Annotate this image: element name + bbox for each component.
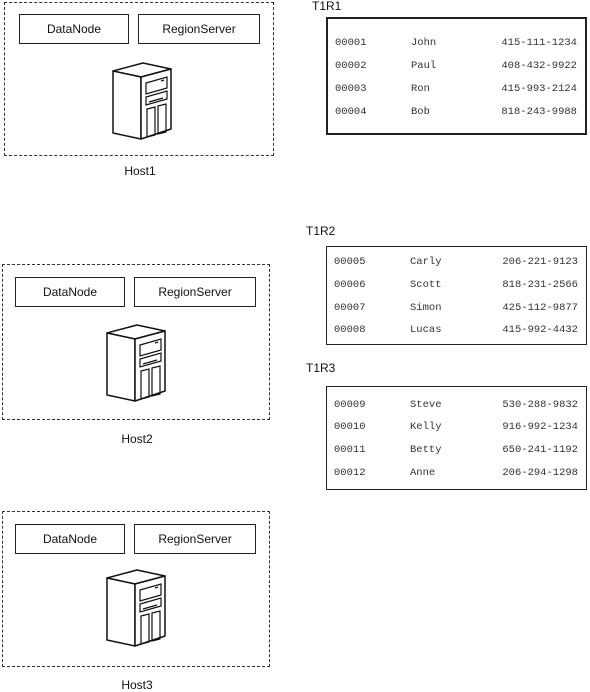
table-row: 00010 Kelly 916-992-1234 xyxy=(327,421,586,437)
row-phone: 818-231-2566 xyxy=(502,279,578,291)
row-name: Betty xyxy=(410,444,442,456)
row-phone: 818-243-9988 xyxy=(501,106,577,118)
table-row: 00001 John 415-111-1234 xyxy=(328,37,585,53)
table-row: 00007 Simon 425-112-9877 xyxy=(327,302,586,318)
row-name: Steve xyxy=(410,399,442,411)
row-name: Carly xyxy=(410,256,442,268)
row-id: 00008 xyxy=(334,324,366,336)
host3-datanode-box: DataNode xyxy=(15,524,125,554)
row-name: Scott xyxy=(410,279,442,291)
row-phone: 415-992-4432 xyxy=(502,324,578,336)
row-name: Anne xyxy=(410,467,436,479)
table-row: 00009 Steve 530-288-9832 xyxy=(327,399,586,415)
table-row: 00011 Betty 650-241-1192 xyxy=(327,444,586,460)
host3-label: Host3 xyxy=(121,678,153,692)
row-name: Ron xyxy=(411,83,430,95)
row-name: Simon xyxy=(410,302,442,314)
row-id: 00012 xyxy=(334,467,366,479)
row-phone: 415-111-1234 xyxy=(501,37,577,49)
row-phone: 408-432-9922 xyxy=(501,60,577,72)
row-name: Paul xyxy=(411,60,437,72)
region-t1r1-table: 00001 John 415-111-1234 00002 Paul 408-4… xyxy=(326,17,587,135)
host2-regionserver-box: RegionServer xyxy=(134,277,256,307)
host2-label: Host2 xyxy=(121,432,153,446)
region-t1r1-title: T1R1 xyxy=(312,0,342,13)
server-icon xyxy=(106,324,166,402)
host3-regionserver-box: RegionServer xyxy=(134,524,256,554)
row-id: 00007 xyxy=(334,302,366,314)
row-name: John xyxy=(411,37,437,49)
host1-label: Host1 xyxy=(124,164,156,178)
row-id: 00006 xyxy=(334,279,366,291)
table-row: 00008 Lucas 415-992-4432 xyxy=(327,324,586,340)
row-id: 00005 xyxy=(334,256,366,268)
table-row: 00012 Anne 206-294-1298 xyxy=(327,467,586,483)
region-t1r3-title: T1R3 xyxy=(306,361,336,375)
row-name: Lucas xyxy=(410,324,442,336)
server-icon xyxy=(112,62,172,140)
table-row: 00003 Ron 415-993-2124 xyxy=(328,83,585,99)
host3-box: DataNode RegionServer xyxy=(2,511,270,667)
region-t1r2-title: T1R2 xyxy=(306,224,336,238)
row-id: 00010 xyxy=(334,421,366,433)
row-name: Kelly xyxy=(410,421,442,433)
row-phone: 425-112-9877 xyxy=(502,302,578,314)
row-id: 00001 xyxy=(335,37,367,49)
row-id: 00011 xyxy=(334,444,366,456)
server-icon xyxy=(106,569,166,647)
row-phone: 916-992-1234 xyxy=(502,421,578,433)
row-id: 00002 xyxy=(335,60,367,72)
row-id: 00004 xyxy=(335,106,367,118)
region-t1r2-table: 00005 Carly 206-221-9123 00006 Scott 818… xyxy=(326,246,587,345)
row-phone: 650-241-1192 xyxy=(502,444,578,456)
host2-datanode-box: DataNode xyxy=(15,277,125,307)
host1-regionserver-box: RegionServer xyxy=(138,14,260,44)
host1-box: DataNode RegionServer xyxy=(4,2,274,156)
table-row: 00005 Carly 206-221-9123 xyxy=(327,256,586,272)
row-phone: 206-294-1298 xyxy=(502,467,578,479)
table-row: 00004 Bob 818-243-9988 xyxy=(328,106,585,122)
row-phone: 206-221-9123 xyxy=(502,256,578,268)
table-row: 00006 Scott 818-231-2566 xyxy=(327,279,586,295)
table-row: 00002 Paul 408-432-9922 xyxy=(328,60,585,76)
row-phone: 415-993-2124 xyxy=(501,83,577,95)
host2-box: DataNode RegionServer xyxy=(2,264,270,420)
region-t1r3-table: 00009 Steve 530-288-9832 00010 Kelly 916… xyxy=(326,386,587,490)
row-id: 00003 xyxy=(335,83,367,95)
row-name: Bob xyxy=(411,106,430,118)
row-phone: 530-288-9832 xyxy=(502,399,578,411)
row-id: 00009 xyxy=(334,399,366,411)
host1-datanode-box: DataNode xyxy=(19,14,129,44)
